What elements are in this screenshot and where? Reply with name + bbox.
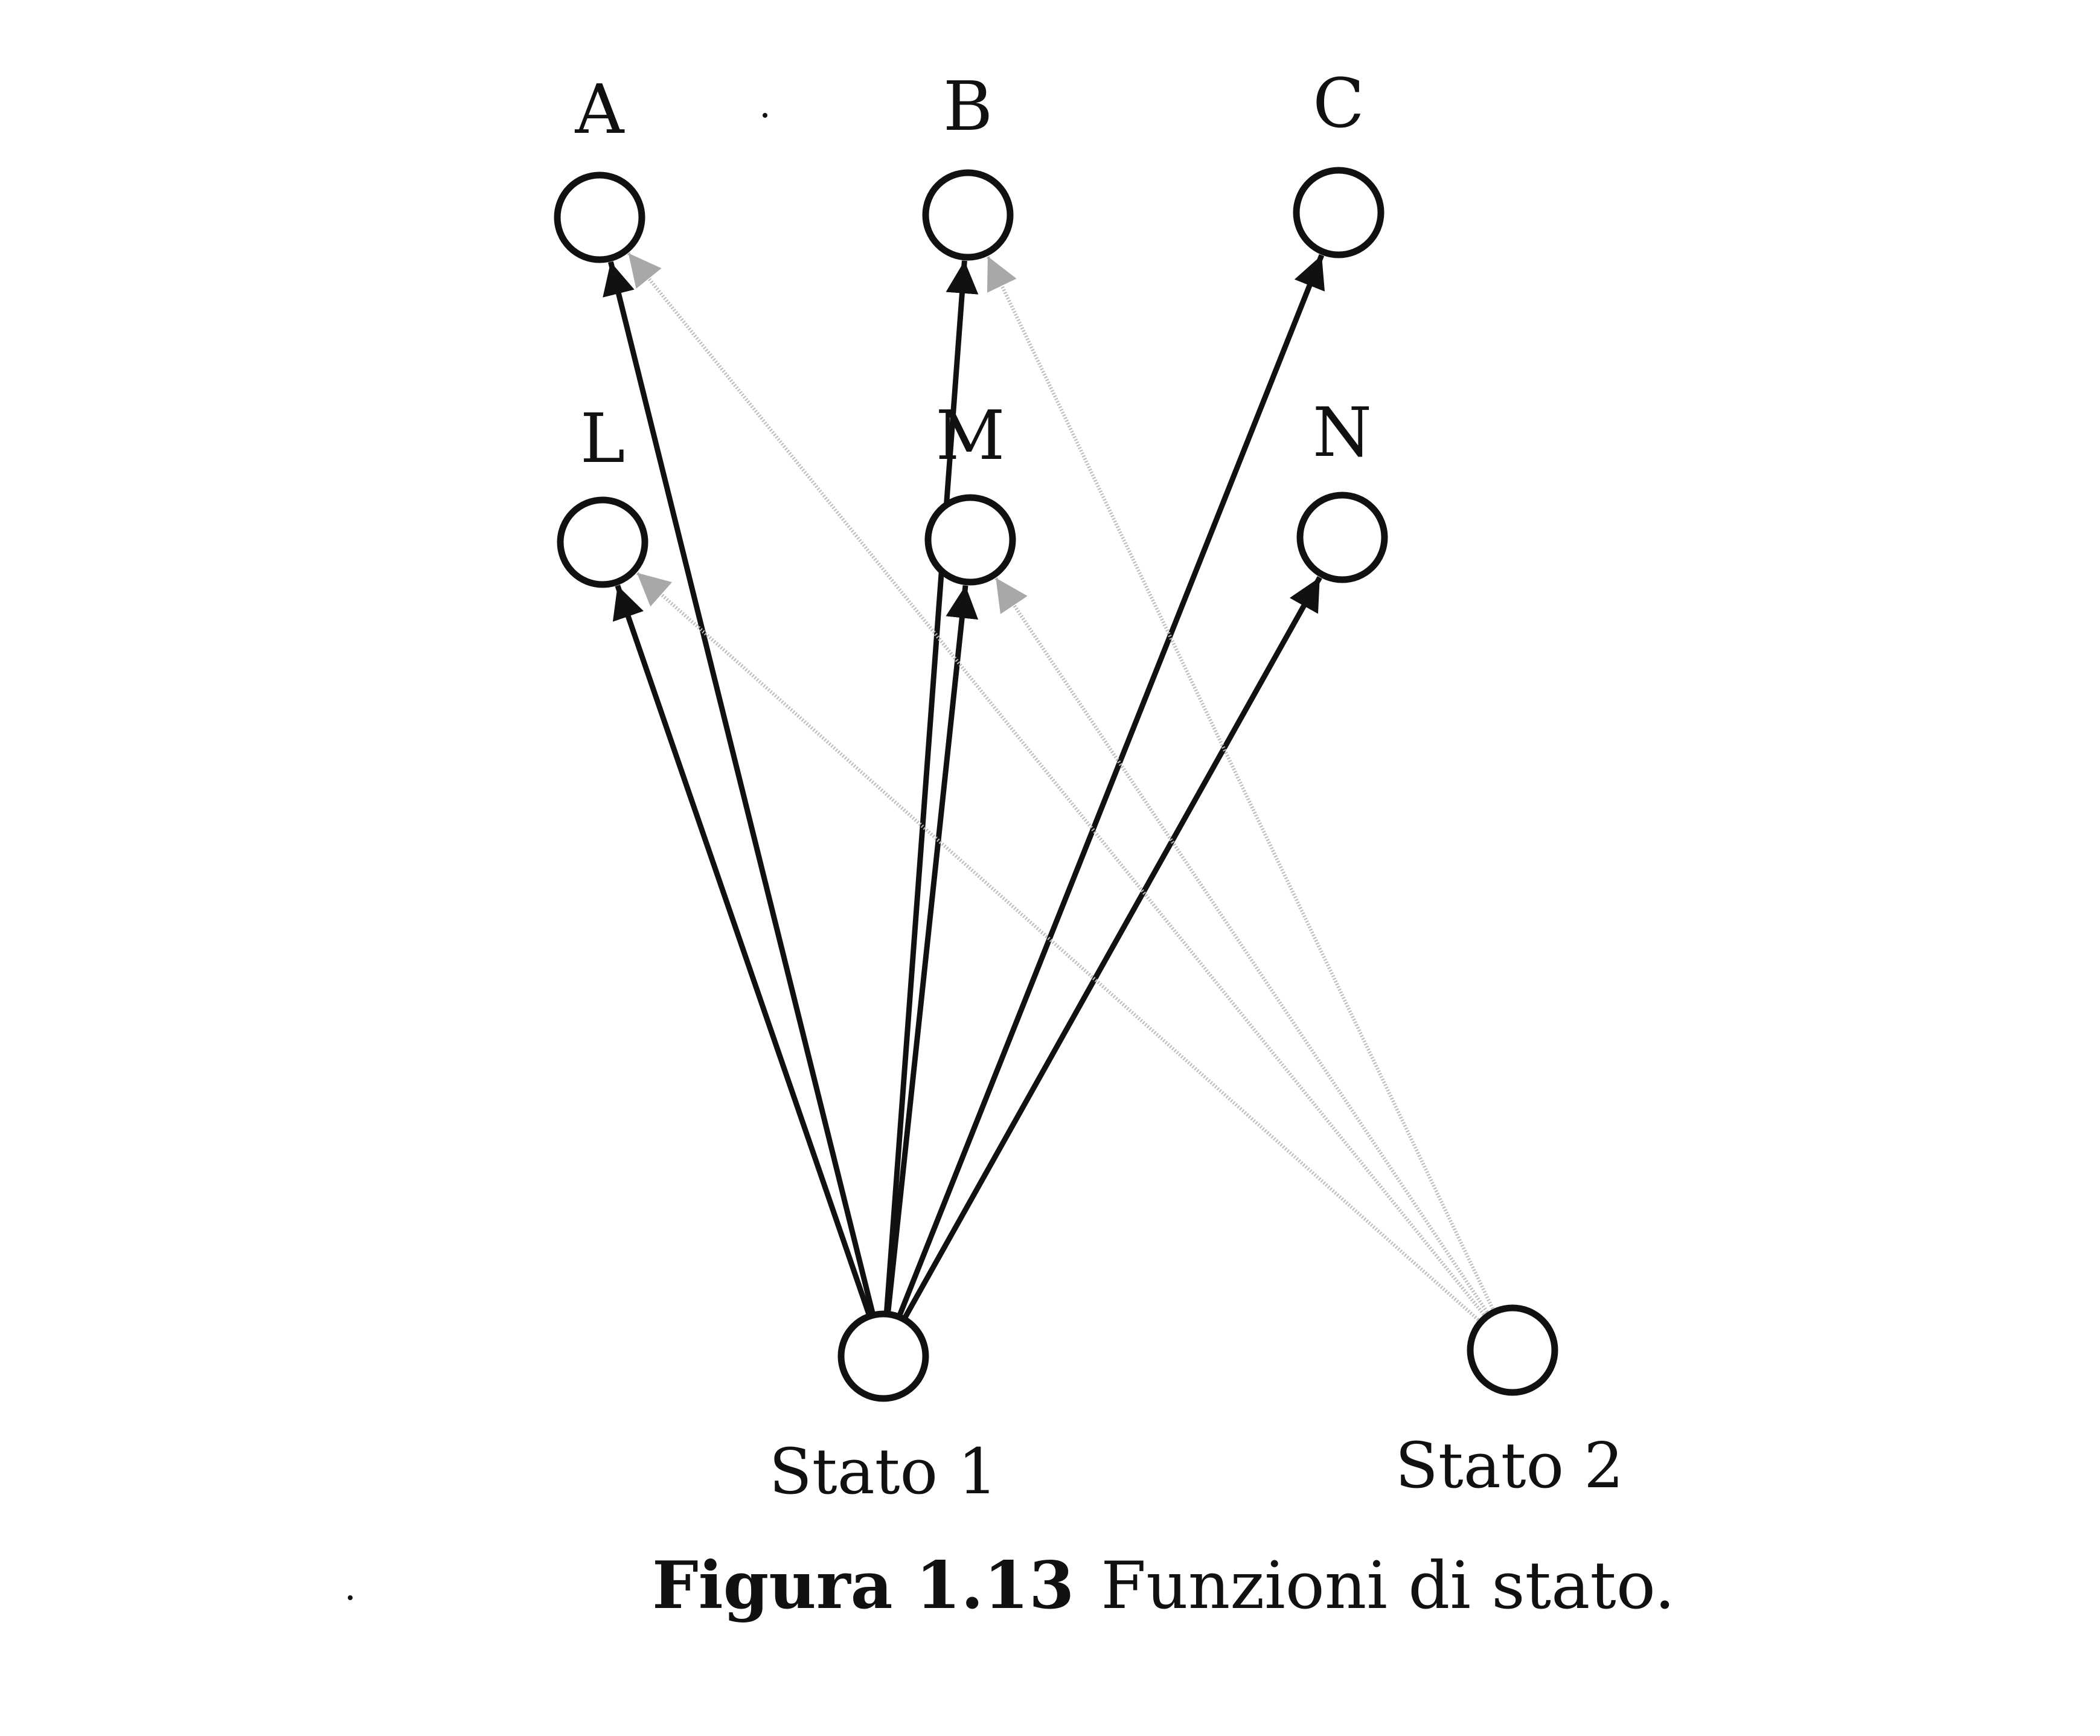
label-m: M (936, 397, 1005, 475)
caption-figure-number: Figura 1.13 (652, 1548, 1074, 1624)
edge-s2-to-l (635, 571, 1484, 1325)
edge-s2-to-b (986, 255, 1497, 1315)
nodes-layer (554, 167, 1558, 1402)
node-stato-1 (837, 1310, 929, 1402)
node-m (924, 494, 1016, 586)
label-a: A (575, 71, 625, 149)
edge-s1-to-c (895, 254, 1325, 1321)
node-a (554, 171, 645, 263)
edge-s1-to-a (603, 261, 877, 1319)
edges-layer (603, 252, 1497, 1325)
label-b: B (943, 68, 993, 146)
node-c (1293, 167, 1385, 258)
edge-s2-to-m (994, 577, 1492, 1318)
labels-layer: A B C L M N Stato 1 Stato 2 (575, 65, 1624, 1508)
node-b (922, 169, 1014, 261)
edge-s1-to-n (900, 576, 1322, 1323)
node-n (1296, 492, 1388, 583)
label-stato-2: Stato 2 (1395, 1429, 1624, 1502)
node-stato-2 (1467, 1304, 1558, 1396)
edge-s1-to-l (612, 585, 873, 1320)
print-speck (763, 113, 767, 118)
label-stato-1: Stato 1 (769, 1435, 998, 1508)
edge-s1-to-b (883, 260, 979, 1317)
label-l: L (580, 400, 625, 478)
print-speck (348, 1595, 353, 1600)
edge-s1-to-m (885, 585, 979, 1317)
label-n: N (1313, 394, 1372, 472)
label-c: C (1313, 65, 1365, 143)
node-l (557, 496, 648, 588)
figure-caption: Figura 1.13 Funzioni di stato. (652, 1548, 1675, 1624)
caption-title: Funzioni di stato. (1101, 1548, 1675, 1624)
